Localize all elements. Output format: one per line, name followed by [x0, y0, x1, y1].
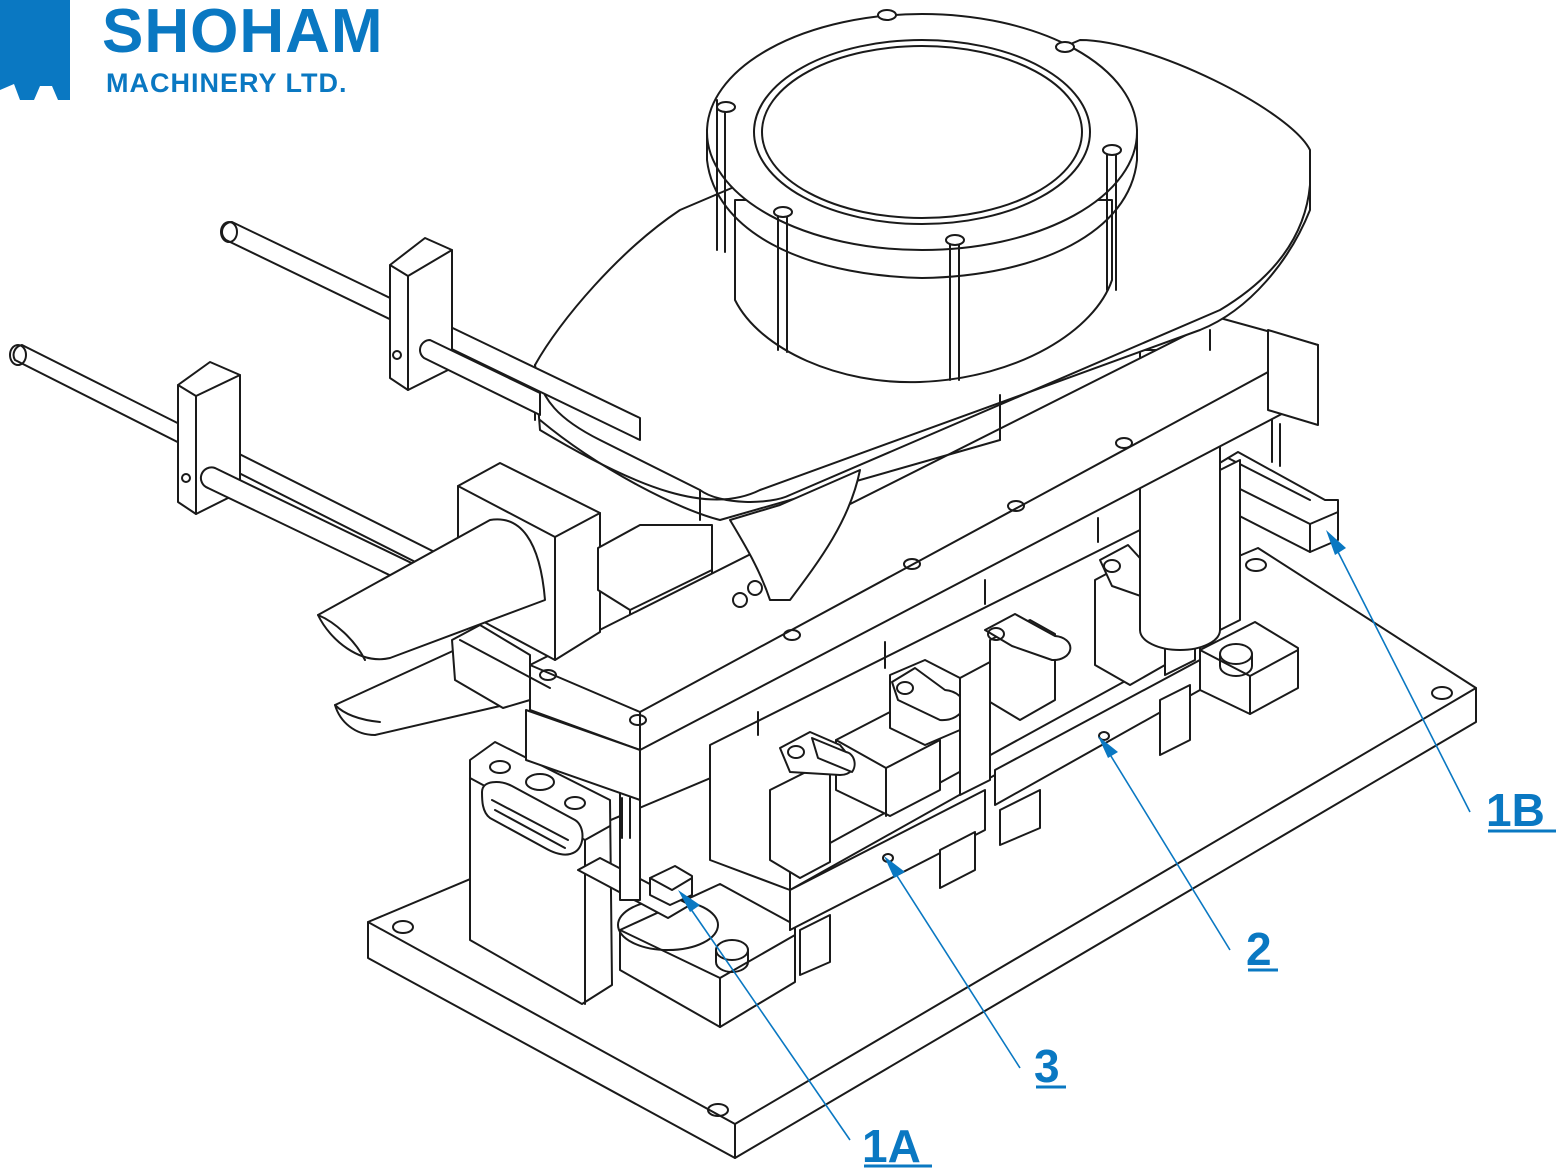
callout-leaders — [678, 530, 1471, 1141]
company-logo: SHOHAM MACHINERY LTD. — [0, 0, 384, 100]
callout-2-label[interactable]: 2 — [1246, 923, 1272, 975]
arrowhead-3-icon — [884, 856, 905, 878]
clamp-chute — [317, 462, 713, 736]
callout-2[interactable]: 2 — [1246, 923, 1278, 975]
callout-3-label[interactable]: 3 — [1034, 1040, 1060, 1092]
callout-3[interactable]: 3 — [1034, 1040, 1066, 1092]
drum-bowl — [706, 9, 1138, 384]
callout-1a[interactable]: 1A — [862, 1120, 932, 1172]
lower-left-assembly — [469, 741, 796, 1028]
leader-1a — [678, 890, 851, 1141]
callout-1a-label[interactable]: 1A — [862, 1120, 921, 1172]
leader-1b — [1326, 530, 1471, 813]
callout-labels: 1A 1B 2 3 — [862, 784, 1556, 1172]
brand-name: SHOHAM — [102, 0, 384, 66]
arrowhead-1a-icon — [678, 890, 700, 912]
leader-3 — [884, 856, 1021, 1069]
lower-right-assembly — [1199, 419, 1339, 715]
actuator-2 — [889, 659, 965, 746]
top-plate — [525, 317, 1319, 801]
arrowhead-2-icon — [1098, 736, 1118, 758]
gear-logo-icon — [0, 0, 70, 100]
leader-2 — [1098, 736, 1231, 951]
arrowhead-1b-icon — [1326, 530, 1346, 555]
callout-1b-label[interactable]: 1B — [1486, 784, 1545, 836]
actuator-3 — [959, 613, 1072, 796]
brand-subtitle: MACHINERY LTD. — [106, 68, 348, 98]
callout-1b[interactable]: 1B — [1486, 784, 1556, 836]
